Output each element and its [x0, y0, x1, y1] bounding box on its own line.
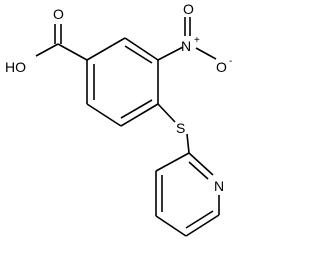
pyridine-nitrogen-label: N	[214, 178, 224, 194]
bond-c2-c3	[124, 37, 159, 61]
bond-c2-c3-inner	[124, 45, 153, 64]
bond-c4-c5	[120, 103, 159, 127]
nitro-negative-charge: -	[229, 56, 232, 67]
bond-nitro-o-right	[195, 47, 217, 60]
bond-p2-n-inner	[188, 161, 209, 180]
bond-sulfur-pyridine	[186, 133, 190, 154]
bond-c1-carboxyl	[57, 43, 88, 61]
carbonyl-oxygen-label: O	[53, 6, 64, 22]
bond-p6-p5	[185, 214, 220, 237]
molecule-drawing: HO O N + O O - S N	[5, 1, 232, 237]
bond-c4-sulfur	[157, 103, 176, 123]
bond-p6-p5-inner	[185, 210, 214, 229]
bond-c1-c2	[86, 37, 126, 61]
nitro-oxygen-right-label: O	[216, 59, 227, 75]
bond-c3-nitro	[157, 46, 184, 61]
bond-p3-p2	[155, 152, 190, 172]
bond-carboxyl-oh	[35, 43, 59, 57]
nitro-nitrogen-label: N	[181, 38, 191, 54]
bond-c4-c5-inner	[120, 99, 153, 119]
thioether-bridge: S	[157, 103, 190, 154]
bond-c5-c6	[86, 103, 122, 127]
sulfur-label: S	[176, 120, 185, 136]
bond-p5-p4	[155, 215, 187, 237]
nitro-group: N + O O -	[157, 1, 232, 75]
benzene-ring	[86, 37, 159, 127]
carboxylic-acid-group: HO O	[5, 6, 88, 75]
bond-p2-n	[188, 152, 214, 176]
pyridine-ring: N	[155, 152, 224, 237]
hydroxyl-label: HO	[5, 59, 26, 75]
nitro-positive-charge: +	[194, 35, 200, 46]
nitro-oxygen-top-label: O	[183, 1, 194, 17]
structure-diagram: HO O N + O O - S N	[5, 1, 232, 237]
